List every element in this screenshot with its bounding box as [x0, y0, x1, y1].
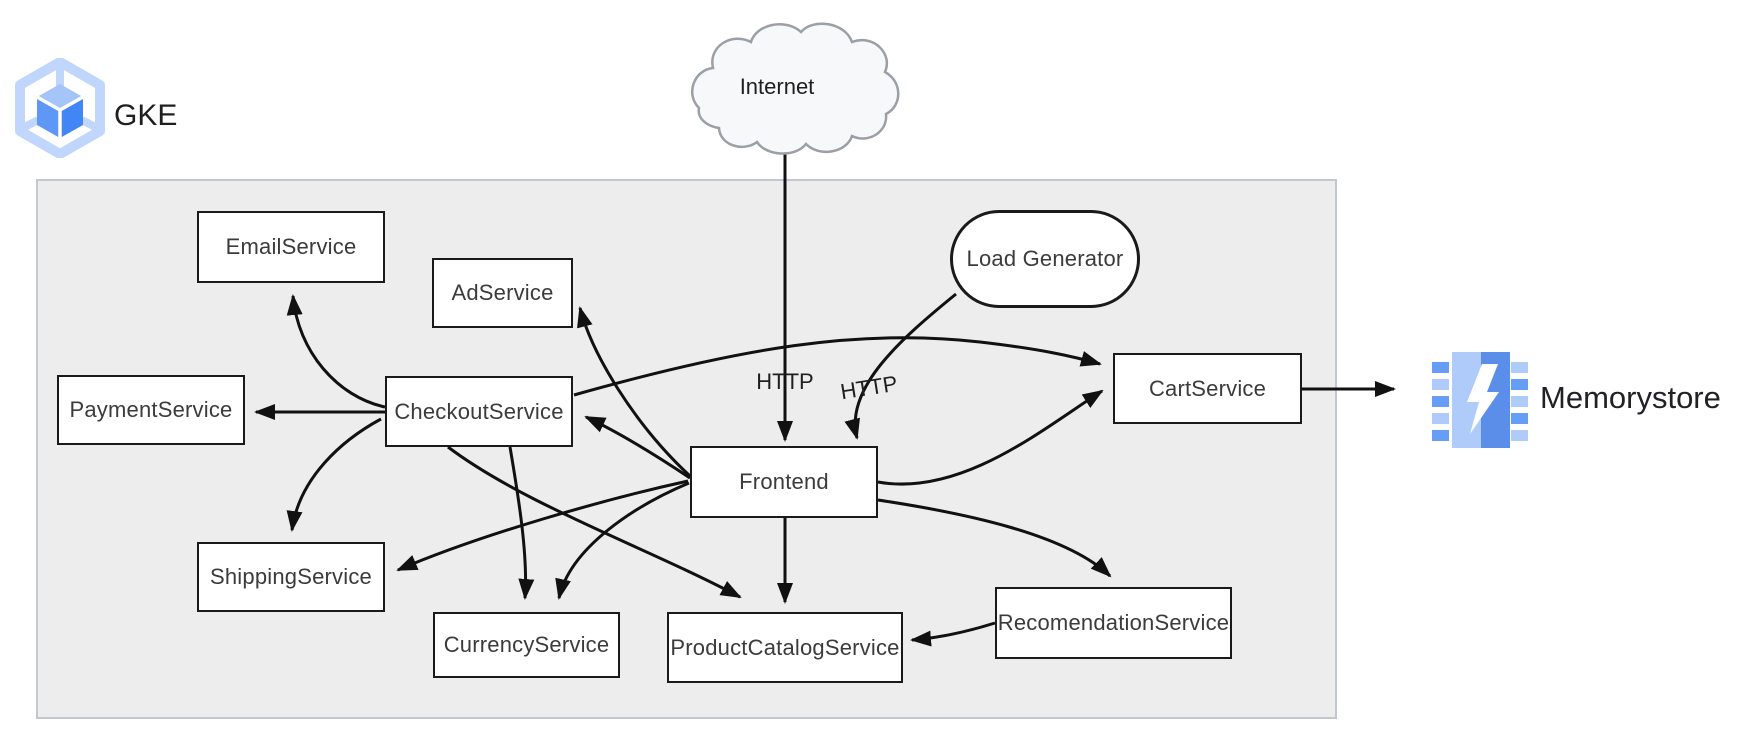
node-paymentservice: PaymentService — [57, 375, 245, 445]
node-load-generator: Load Generator — [950, 210, 1140, 308]
node-recomendationservice: RecomendationService — [995, 587, 1232, 659]
node-label: ProductCatalogService — [670, 634, 900, 660]
node-label: RecomendationService — [997, 610, 1230, 635]
memorystore-chip-pins-left — [1432, 362, 1449, 441]
memorystore-chip-pins-right — [1511, 362, 1528, 441]
gke-icon — [15, 58, 105, 158]
node-label: Frontend — [739, 469, 829, 494]
node-productcatalogservice: ProductCatalogService — [667, 612, 903, 683]
node-label: CurrencyService — [443, 632, 610, 657]
node-cartservice: CartService — [1113, 353, 1302, 424]
node-checkoutservice: CheckoutService — [385, 376, 573, 447]
node-label: EmailService — [225, 234, 357, 259]
node-label: AdService — [451, 280, 554, 305]
node-currencyservice: CurrencyService — [433, 612, 620, 678]
node-label: CheckoutService — [394, 398, 564, 424]
node-shippingservice: ShippingService — [197, 542, 385, 612]
node-frontend: Frontend — [690, 446, 878, 518]
node-label: CartService — [1148, 375, 1267, 401]
http-label-internet: HTTP — [756, 369, 814, 394]
node-label: ShippingService — [210, 564, 372, 589]
node-adservice: AdService — [432, 258, 573, 328]
node-label: PaymentService — [69, 397, 233, 422]
node-label: Load Generator — [966, 246, 1124, 271]
memorystore-icon — [1432, 352, 1528, 448]
memorystore-label: Memorystore — [1540, 380, 1721, 415]
gke-label: GKE — [114, 99, 178, 132]
node-emailservice: EmailService — [197, 211, 385, 283]
internet-label: Internet — [739, 74, 815, 99]
